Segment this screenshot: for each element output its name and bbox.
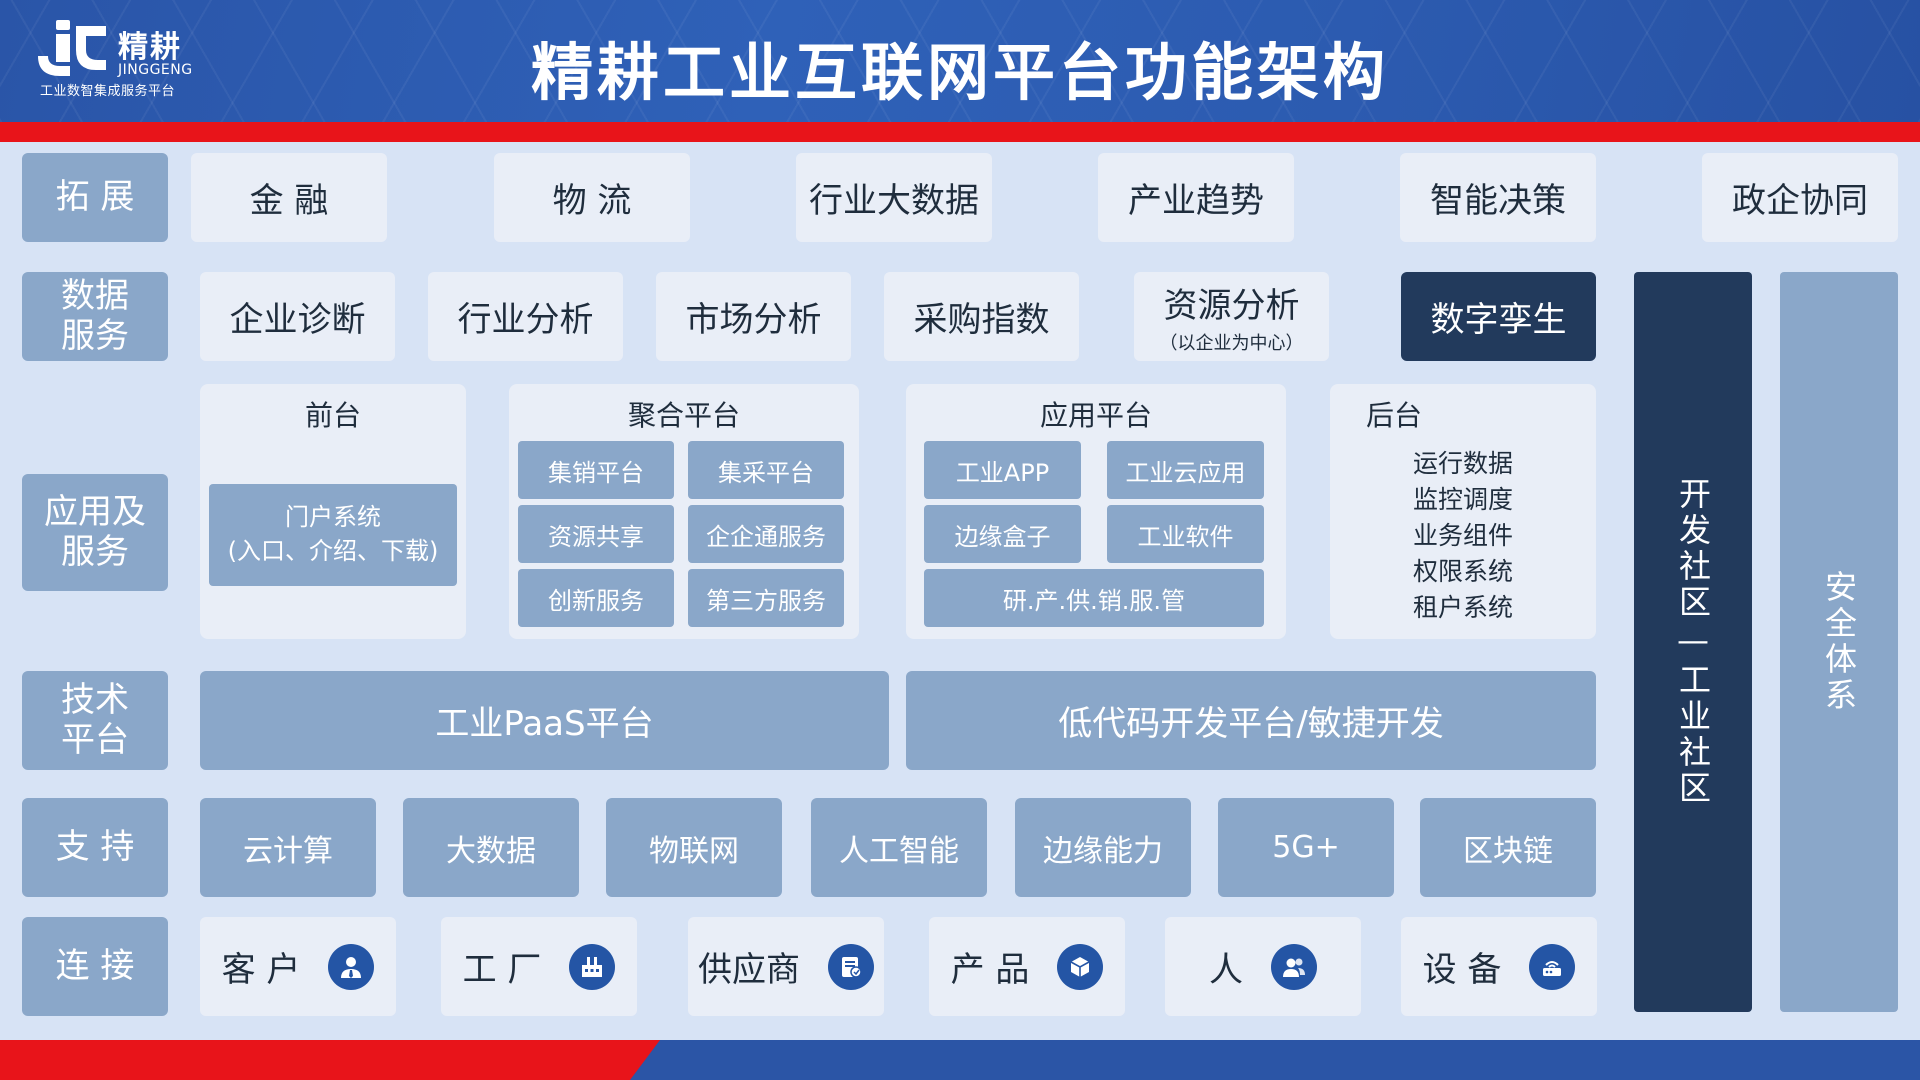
connect-item-factory: 工 厂 [441,917,637,1016]
connect-item-customer: 客 户 [200,917,396,1016]
row-label-tech: 技术平台 [22,671,168,770]
portal-system-desc: (入口、介绍、下载) [227,537,439,565]
expand-item-smart-decision: 智能决策 [1400,153,1596,242]
expand-item-finance: 金 融 [191,153,387,242]
expand-item-gov-collab: 政企协同 [1702,153,1898,242]
agg-item-resource-share: 资源共享 [518,505,674,563]
agg-item-third-party: 第三方服务 [688,569,844,627]
agg-item-innovation: 创新服务 [518,569,674,627]
row-label-apps: 应用及服务 [22,474,168,591]
logo-cn: 精耕 [118,30,182,65]
row-label-expand: 拓 展 [22,153,168,242]
panel-front-title: 前台 [304,399,361,432]
people-icon [1271,943,1317,990]
panel-application-title: 应用平台 [1039,399,1152,432]
tech-item-paas: 工业PaaS平台 [200,671,889,770]
app-item-edge-box: 边缘盒子 [924,505,1081,563]
factory-icon [569,943,616,990]
app-item-industrial-app: 工业APP [924,441,1081,499]
row-label-support: 支 持 [22,798,168,897]
panel-aggregate: 聚合平台 集销平台 集采平台 资源共享 企企通服务 创新服务 第三方服务 [509,384,859,639]
connect-item-product: 产 品 [929,917,1125,1016]
portal-system-title: 门户系统 [285,503,381,532]
truss-pattern [0,0,1920,122]
tech-item-lowcode: 低代码开发平台/敏捷开发 [906,671,1596,770]
agg-item-enterprise-service: 企企通服务 [688,505,844,563]
page-title: 精耕工业互联网平台功能架构 [530,36,1389,109]
panel-back-title: 后台 [1366,399,1423,432]
footer-red-bar [0,1040,660,1080]
support-item-blockchain: 区块链 [1420,798,1596,897]
back-item-permission: 权限系统 [1412,557,1513,586]
side-security-system: 安全体系 [1780,272,1898,1012]
row-label-data-services: 数据服务 [22,272,168,361]
app-item-industrial-software: 工业软件 [1107,505,1264,563]
data-item-procurement-index: 采购指数 [884,272,1079,361]
data-item-market-analysis: 市场分析 [656,272,851,361]
header-red-stripe [0,122,1920,142]
header-banner: 精耕 JINGGENG 工业数智集成服务平台 精耕工业互联网平台功能架构 [0,0,1920,122]
customer-icon [328,943,375,990]
connect-item-people: 人 [1165,917,1361,1016]
connect-people-label: 人 [1209,950,1243,990]
connect-supplier-label: 供应商 [698,950,800,990]
data-item-resource-analysis: 资源分析 （以企业为中心） [1134,272,1329,361]
logo: 精耕 JINGGENG 工业数智集成服务平台 [36,18,196,102]
support-item-5g: 5G+ [1218,798,1394,897]
logo-mark-icon [38,20,106,76]
support-item-bigdata: 大数据 [403,798,579,897]
connect-customer-label: 客 户 [221,950,301,990]
back-item-tenant: 租户系统 [1412,593,1513,622]
panel-application: 应用平台 工业APP 工业云应用 边缘盒子 工业软件 研.产.供.销.服.管 [906,384,1286,639]
row-label-connect: 连 接 [22,917,168,1016]
data-item-industry-analysis: 行业分析 [428,272,623,361]
connect-device-label: 设 备 [1422,950,1502,990]
back-item-monitor: 监控调度 [1412,485,1513,514]
support-item-ai: 人工智能 [811,798,987,897]
portal-system: 门户系统 (入口、介绍、下载) [209,484,457,586]
back-list: 运行数据 监控调度 业务组件 权限系统 租户系统 [1330,446,1596,626]
support-item-edge: 边缘能力 [1015,798,1191,897]
app-item-industrial-cloud: 工业云应用 [1107,441,1264,499]
device-icon [1529,943,1576,990]
support-item-iot: 物联网 [606,798,782,897]
expand-item-industry-trend: 产业趋势 [1098,153,1294,242]
expand-item-logistics: 物 流 [494,153,690,242]
data-item-digital-twin: 数字孪生 [1401,272,1596,361]
connect-item-supplier: 供应商 [688,917,884,1016]
connect-factory-label: 工 厂 [462,950,542,990]
support-item-cloud: 云计算 [200,798,376,897]
data-item-diagnosis: 企业诊断 [200,272,395,361]
agg-item-sales: 集销平台 [518,441,674,499]
app-item-value-chain: 研.产.供.销.服.管 [924,569,1264,627]
panel-back: 后台 运行数据 监控调度 业务组件 权限系统 租户系统 [1330,384,1596,639]
panel-front: 前台 门户系统 (入口、介绍、下载) [200,384,466,639]
side-dev-community: 开发社区—工业社区 [1634,272,1752,1012]
back-item-business-component: 业务组件 [1412,521,1513,550]
connect-item-device: 设 备 [1401,917,1597,1016]
resource-analysis-label: 资源分析 [1163,286,1300,326]
panel-aggregate-title: 聚合平台 [627,399,740,432]
agg-item-purchase: 集采平台 [688,441,844,499]
supplier-icon [828,943,874,990]
resource-analysis-sub: （以企业为中心） [1159,333,1304,354]
expand-item-industry-bigdata: 行业大数据 [796,153,992,242]
connect-product-label: 产 品 [950,950,1030,990]
back-item-run-data: 运行数据 [1412,449,1513,478]
product-icon [1057,943,1104,990]
logo-tagline: 工业数智集成服务平台 [40,84,176,99]
logo-en: JINGGENG [118,62,193,78]
